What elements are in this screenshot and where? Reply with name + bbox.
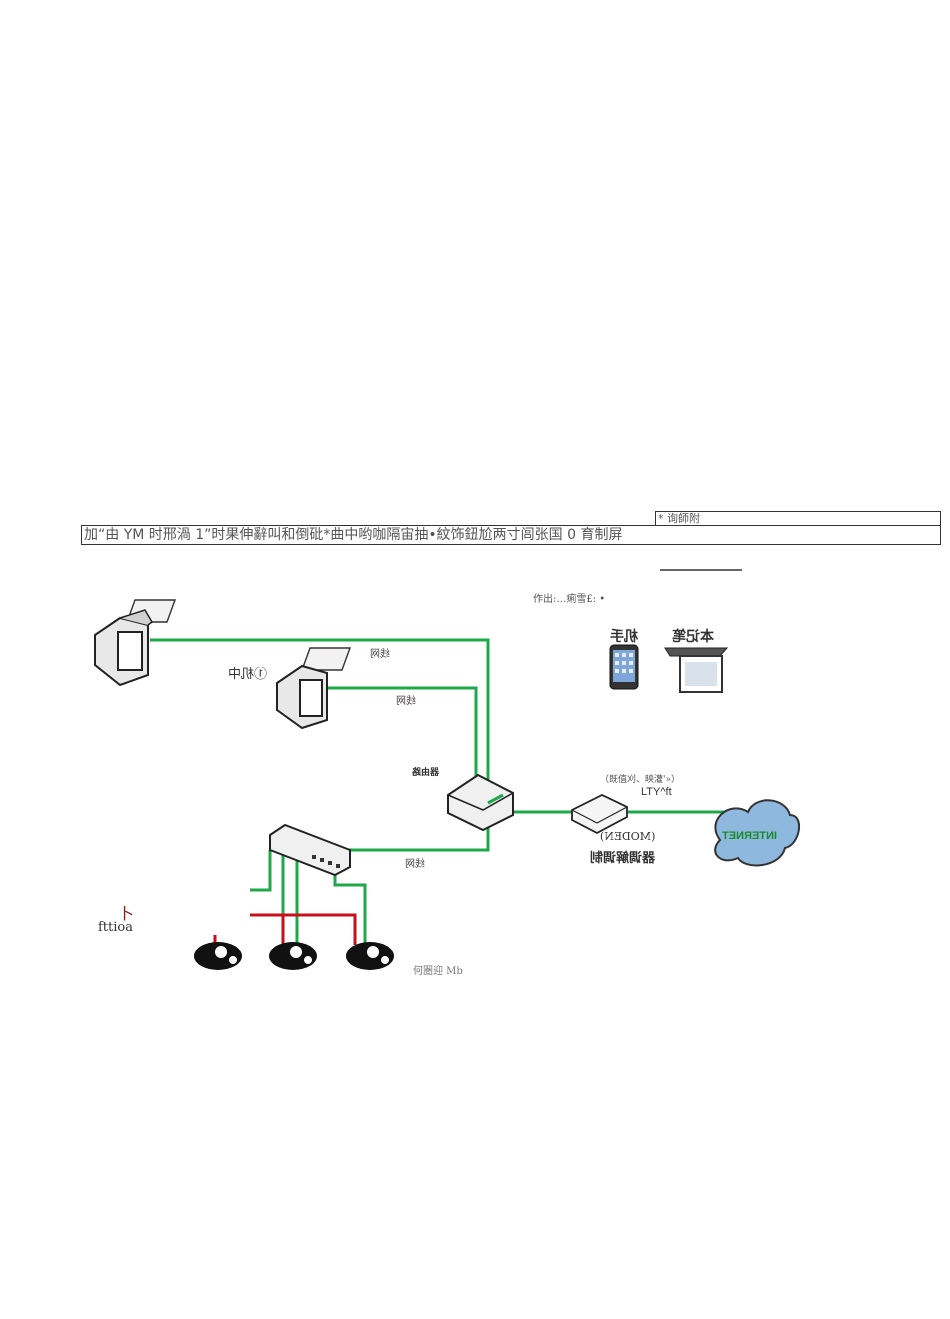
camera-zoom-label: ①机中	[228, 667, 268, 682]
internet-label: INTERNET	[722, 830, 777, 842]
modem-sub-label: 器调解调制	[590, 851, 656, 866]
camera-device-2	[276, 647, 352, 730]
link-switch-a	[250, 850, 272, 892]
bullet-camera-3	[346, 942, 394, 970]
cameras-caption: 何圏迎 Mb	[413, 966, 463, 977]
modem-label: (MODEN)	[600, 830, 656, 843]
router-label: 器由路	[412, 768, 440, 778]
modem-device	[571, 793, 628, 835]
link-label-2: 线网	[396, 696, 416, 707]
link-label-3: 线网	[405, 859, 425, 870]
bullet-camera-1	[194, 942, 242, 970]
bullet-camera-2	[269, 942, 317, 970]
isp-label: （既值刈、映灌'»）	[600, 775, 680, 785]
diagram-header-text: 作出:…痢雪£: •	[533, 594, 606, 605]
phone-icon	[609, 644, 639, 690]
link-line-1	[150, 638, 490, 790]
laptop-icon	[664, 647, 729, 693]
power-line-main	[250, 913, 357, 945]
router-device	[447, 773, 514, 832]
left-mark: 卜	[118, 904, 135, 923]
camera-device-1	[94, 599, 177, 687]
left-text: fttioa	[98, 920, 133, 935]
link-line-2	[325, 686, 478, 795]
link-switch-d	[333, 865, 367, 950]
laptop-label: 本记笔	[672, 629, 714, 645]
switch-device	[269, 823, 351, 877]
phone-label: 机手	[610, 629, 638, 645]
internet-cloud-icon	[714, 799, 800, 867]
figure-caption-main: 加“由 YM 时邢渦 1”时果伸辭叫和倒砒*曲中哟咖隔宙抽•紋饰鈕尬两寸闾张国 …	[81, 525, 941, 545]
link-label-1: 线网	[370, 649, 390, 660]
isp-code: LTY^ft	[641, 786, 672, 798]
